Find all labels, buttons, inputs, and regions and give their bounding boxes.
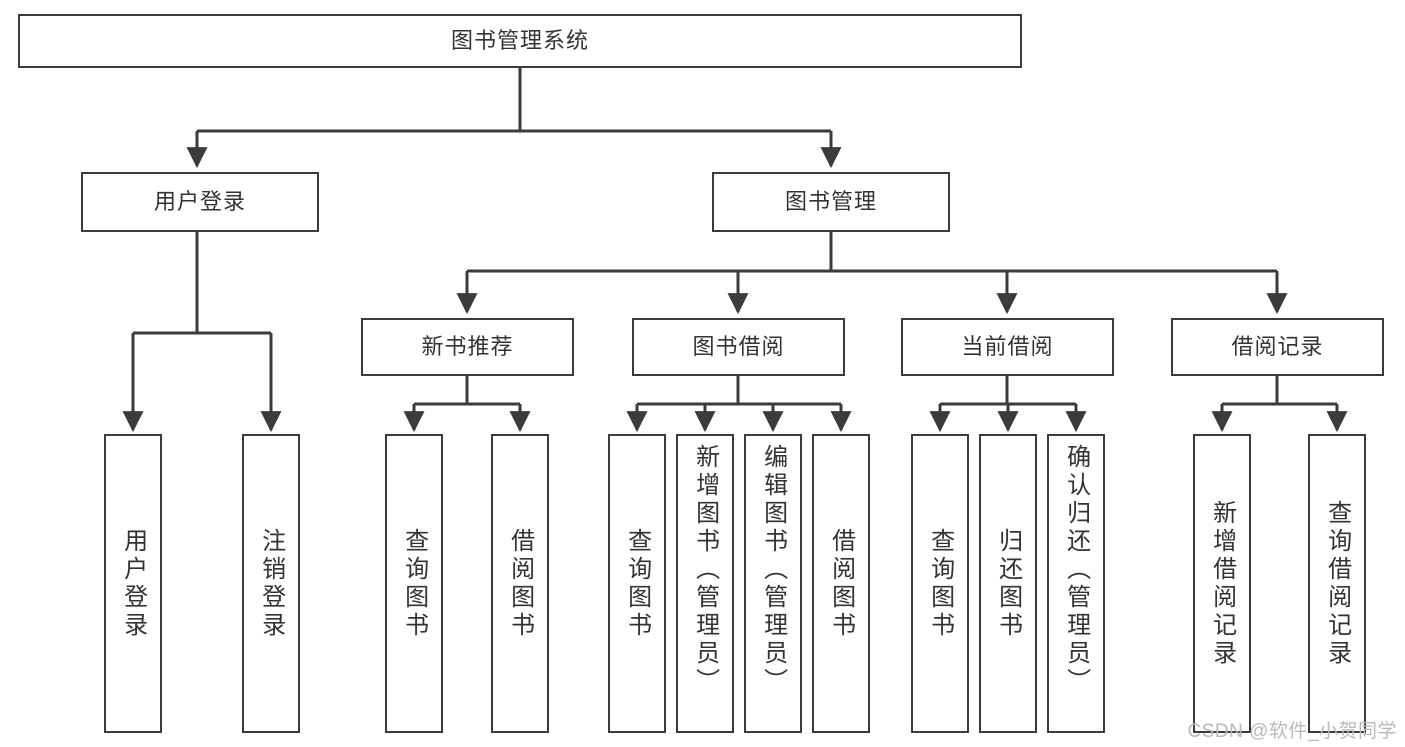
leaf-label: 查询图书 bbox=[400, 527, 428, 640]
leaf-records-add-record[interactable]: 新增借阅记录 bbox=[1193, 434, 1251, 733]
leaf-current-return-book[interactable]: 归还图书 bbox=[979, 434, 1037, 733]
leaf-current-confirm-return[interactable]: 确认归还（管理员） bbox=[1047, 434, 1105, 733]
node-borrow-records[interactable]: 借阅记录 bbox=[1171, 318, 1384, 376]
leaf-label: 用户登录 bbox=[119, 527, 147, 640]
leaf-label: 新增图书（管理员） bbox=[691, 444, 719, 696]
node-book-management-label: 图书管理 bbox=[784, 189, 877, 215]
leaf-label: 查询图书 bbox=[623, 527, 651, 640]
leaf-current-query-book[interactable]: 查询图书 bbox=[911, 434, 969, 733]
leaf-label: 确认归还（管理员） bbox=[1062, 444, 1090, 696]
leaf-records-query-record[interactable]: 查询借阅记录 bbox=[1308, 434, 1366, 733]
leaf-borrow-add-book[interactable]: 新增图书（管理员） bbox=[676, 434, 734, 733]
csdn-watermark: CSDN @软件_小贺同学 bbox=[1187, 721, 1397, 742]
node-book-borrow[interactable]: 图书借阅 bbox=[632, 318, 845, 376]
node-new-book-recommend-label: 新书推荐 bbox=[421, 334, 514, 360]
leaf-label: 查询图书 bbox=[926, 527, 954, 640]
leaf-user-login-logout[interactable]: 注销登录 bbox=[242, 434, 300, 733]
node-root-label: 图书管理系统 bbox=[450, 28, 589, 54]
leaf-new-book-borrow[interactable]: 借阅图书 bbox=[491, 434, 549, 733]
leaf-label: 借阅图书 bbox=[827, 527, 855, 640]
node-current-borrow[interactable]: 当前借阅 bbox=[901, 318, 1114, 376]
node-borrow-records-label: 借阅记录 bbox=[1231, 334, 1324, 360]
node-user-login-label: 用户登录 bbox=[153, 189, 246, 215]
leaf-label: 新增借阅记录 bbox=[1208, 499, 1236, 668]
node-book-management[interactable]: 图书管理 bbox=[712, 172, 950, 232]
leaf-label: 注销登录 bbox=[257, 527, 285, 640]
node-user-login[interactable]: 用户登录 bbox=[81, 172, 319, 232]
leaf-borrow-borrow-book[interactable]: 借阅图书 bbox=[812, 434, 870, 733]
node-new-book-recommend[interactable]: 新书推荐 bbox=[361, 318, 574, 376]
leaf-new-book-query[interactable]: 查询图书 bbox=[385, 434, 443, 733]
leaf-user-login-login[interactable]: 用户登录 bbox=[104, 434, 162, 733]
leaf-borrow-edit-book[interactable]: 编辑图书（管理员） bbox=[744, 434, 802, 733]
leaf-label: 查询借阅记录 bbox=[1323, 499, 1351, 668]
node-book-borrow-label: 图书借阅 bbox=[692, 334, 785, 360]
leaf-borrow-query-book[interactable]: 查询图书 bbox=[608, 434, 666, 733]
node-current-borrow-label: 当前借阅 bbox=[961, 334, 1054, 360]
leaf-label: 借阅图书 bbox=[506, 527, 534, 640]
node-root[interactable]: 图书管理系统 bbox=[18, 14, 1022, 68]
leaf-label: 归还图书 bbox=[994, 527, 1022, 640]
leaf-label: 编辑图书（管理员） bbox=[759, 444, 787, 696]
